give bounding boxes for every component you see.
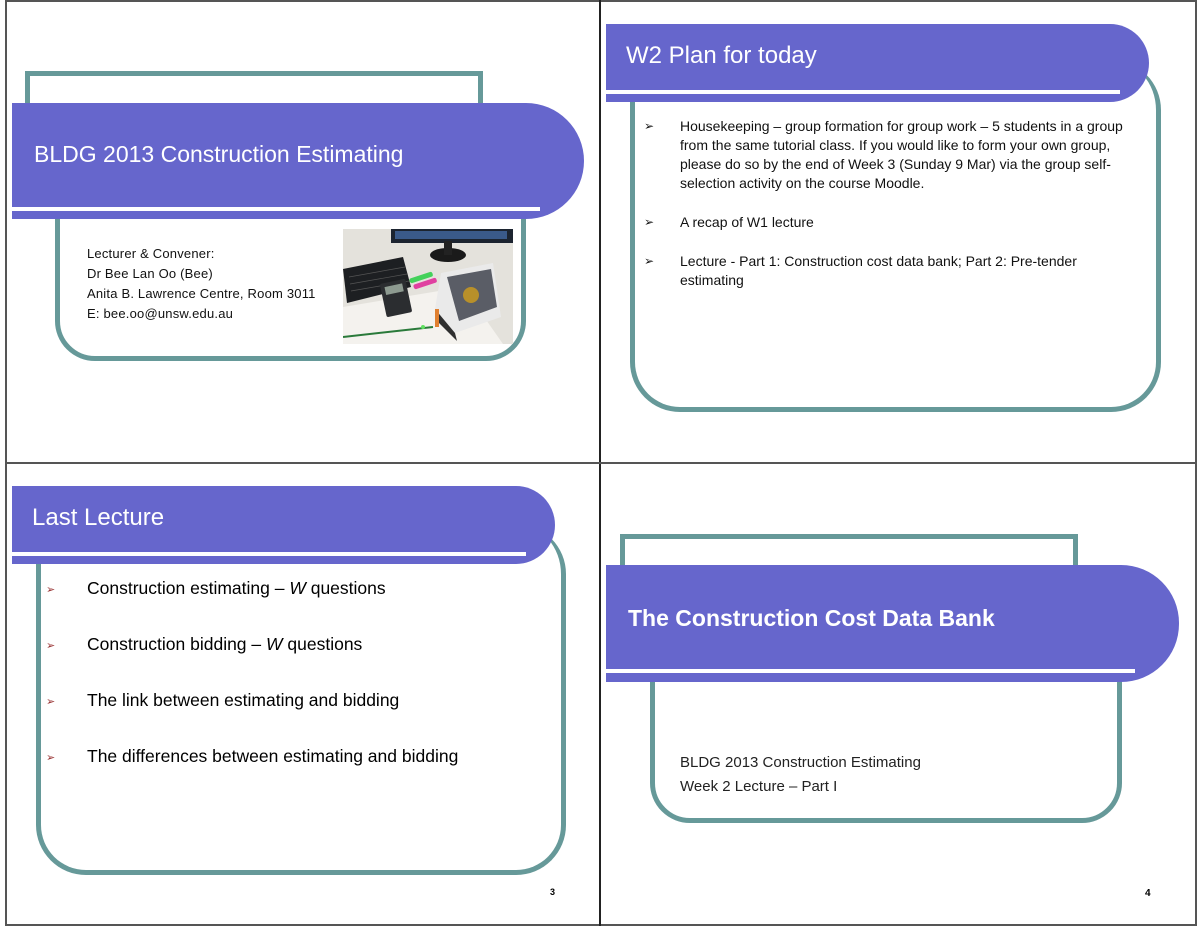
slide-2-bullet-item: ➢ Lecture - Part 1: Construction cost da… [644, 253, 1077, 288]
slide-4-subtitle-week: Week 2 Lecture – Part I [680, 778, 838, 795]
slide-3-bullet-item: ➢ The link between estimating and biddin… [46, 688, 566, 712]
arrowhead-bullet-icon: ➢ [644, 254, 655, 268]
desk-photo [343, 229, 513, 344]
lecturer-role: Lecturer & Convener: [87, 246, 215, 261]
slide-4-back-frame [620, 534, 1078, 574]
slide-1-back-frame [25, 71, 483, 131]
slide-3-page-number: 3 [550, 887, 556, 897]
slide-3-bullet-item: ➢ Construction bidding – W questions [46, 632, 566, 656]
slide-3-bullet-item: ➢ The differences between estimating and… [46, 744, 566, 768]
lecturer-office: Anita B. Lawrence Centre, Room 3011 [87, 286, 316, 301]
slide-2-content-box [630, 60, 1161, 412]
slide-4-subtitle: BLDG 2013 Construction Estimating Week 2… [680, 751, 921, 799]
slide-1-title-rule [12, 207, 540, 211]
slide-2-title-bar [606, 24, 1149, 102]
slide-3-content-box [36, 524, 566, 875]
slide-3-title-rule [12, 552, 526, 556]
desk-photo-illustration [343, 229, 513, 344]
lecturer-email: E: bee.oo@unsw.edu.au [87, 306, 234, 321]
arrowhead-bullet-icon: ➢ [46, 696, 56, 708]
arrowhead-bullet-icon: ➢ [644, 119, 655, 133]
slide-2-title-rule [606, 90, 1120, 94]
row-divider [5, 462, 1197, 464]
slide-4-title: The Construction Cost Data Bank [628, 605, 995, 631]
lecturer-name: Dr Bee Lan Oo (Bee) [87, 266, 213, 281]
slide-3-bullet-item: ➢ Construction estimating – W questions [46, 576, 566, 600]
arrowhead-bullet-icon: ➢ [46, 640, 56, 652]
slide-1-title: BLDG 2013 Construction Estimating [34, 141, 404, 167]
slide-4-subtitle-course: BLDG 2013 Construction Estimating [680, 754, 921, 771]
slide-3-title-bar [12, 486, 555, 564]
slide-2-bullet-item: ➢ Housekeeping – group formation for gro… [644, 118, 1123, 191]
slide-4-page-number: 4 [1145, 888, 1151, 899]
slide-3-title: Last Lecture [32, 504, 165, 531]
slide-4-title-bar [606, 565, 1179, 682]
arrowhead-bullet-icon: ➢ [644, 215, 655, 229]
slide-2-bullet-item: ➢ A recap of W1 lecture [644, 214, 814, 230]
slide-2-title: W2 Plan for today [626, 42, 817, 69]
slide-2-bullet-list: ➢ Housekeeping – group formation for gro… [644, 117, 1144, 290]
arrowhead-bullet-icon: ➢ [46, 584, 56, 596]
slide-1-title-bar [12, 103, 584, 219]
arrowhead-bullet-icon: ➢ [46, 752, 56, 764]
slide-1-lecturer-details: Lecturer & Convener: Dr Bee Lan Oo (Bee)… [87, 244, 316, 324]
slide-4-title-rule [606, 669, 1135, 673]
slide-3-bullet-list: ➢ Construction estimating – W questions … [46, 576, 566, 768]
